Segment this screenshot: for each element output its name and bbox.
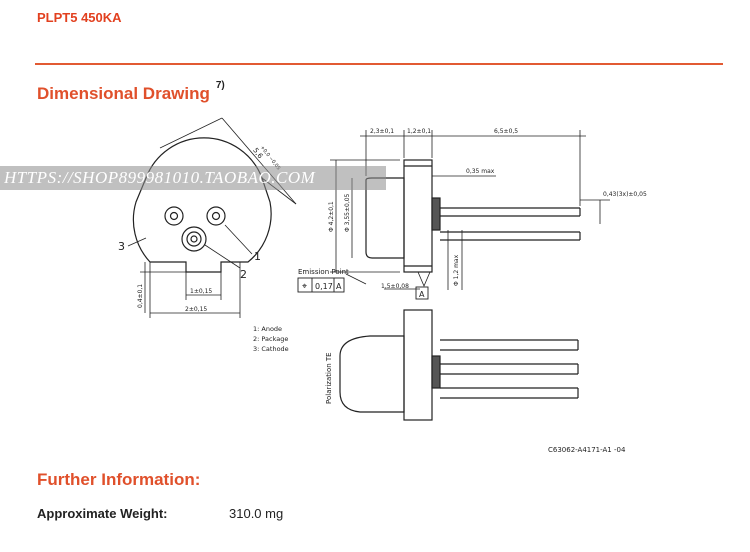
header-divider bbox=[35, 63, 723, 65]
dim-bottom-w: 2±0,15 bbox=[185, 306, 207, 313]
flange bbox=[403, 159, 433, 273]
front-view bbox=[127, 117, 297, 318]
pin-center-mid bbox=[186, 231, 202, 247]
base bbox=[431, 197, 441, 231]
pin-label-2: 2 bbox=[240, 268, 247, 281]
front-outline bbox=[132, 137, 272, 273]
tolerance-value: 0,17 bbox=[315, 282, 333, 291]
side-view-top bbox=[297, 130, 610, 300]
section-title: Dimensional Drawing 7) bbox=[37, 80, 225, 104]
polarization-label: Polarization TE bbox=[325, 352, 333, 404]
dim-small-w: 1±0,15 bbox=[190, 288, 212, 295]
emission-point-label: Emission Point bbox=[298, 268, 349, 276]
pin-center-inner bbox=[190, 235, 198, 243]
dim-top-2: 1,2±0,1 bbox=[407, 128, 431, 135]
drawing-id: C63062-A4171-A1 -04 bbox=[548, 446, 626, 454]
legend-package: 2: Package bbox=[253, 335, 288, 343]
pin-hole-right bbox=[206, 206, 226, 226]
legend-cathode: 3: Cathode bbox=[253, 345, 289, 353]
legend-anode: 1: Anode bbox=[253, 325, 282, 333]
cap-outline bbox=[365, 177, 405, 259]
dim-top-3: 6,5±0,5 bbox=[494, 128, 518, 135]
dim-pin-dia: 0,43(3x)±0,05 bbox=[603, 191, 647, 198]
position-symbol: ⌖ bbox=[302, 282, 307, 292]
lower-window bbox=[431, 355, 441, 389]
legend-labels: 1: Anode 2: Package 3: Cathode Polarizat… bbox=[253, 325, 626, 454]
dim-outer-dia: Φ 4,2±0,1 bbox=[328, 201, 335, 232]
lower-flange bbox=[403, 309, 433, 421]
dim-small-h: 0,4±0,1 bbox=[137, 284, 144, 308]
watermark-band bbox=[0, 166, 386, 190]
pin-label-3: 3 bbox=[118, 240, 125, 253]
pin-label-1: 1 bbox=[254, 250, 261, 263]
dim-pin-gap: 0,35 max bbox=[466, 168, 495, 175]
lower-cap-outline bbox=[339, 335, 405, 413]
dimensional-drawing: 5,6 +0,0 −0,05 3 2 1 0,4±0,1 1±0,15 2±0,… bbox=[118, 117, 647, 454]
section-title-text: Dimensional Drawing bbox=[37, 84, 210, 103]
weight-label: Approximate Weight: bbox=[37, 506, 168, 521]
datum-label: A bbox=[419, 290, 425, 299]
footnote-marker: 7) bbox=[215, 80, 225, 92]
dim-top-1: 2,3±0,1 bbox=[370, 128, 394, 135]
pin-center-outer bbox=[181, 226, 207, 252]
pin-hole-left bbox=[164, 206, 184, 226]
side-view-bottom bbox=[339, 309, 579, 421]
further-info-title: Further Information: bbox=[37, 470, 201, 489]
tolerance-datum: A bbox=[336, 282, 342, 291]
side-view-top-labels: 2,3±0,1 1,2±0,1 6,5±0,5 0,35 max 0,43(3x… bbox=[298, 128, 647, 299]
pin-hole-left-inner bbox=[169, 211, 179, 221]
dim-inner-dia: Φ 3,55±0,05 bbox=[344, 193, 351, 232]
pin-hole-right-inner bbox=[211, 211, 221, 221]
watermark-text: HTTPS://SHOP899981010.TAOBAO.COM bbox=[4, 168, 316, 187]
part-number: PLPT5 450KA bbox=[37, 10, 122, 25]
dim-short: 1,5±0,08 bbox=[381, 283, 409, 290]
dim-lead-dia: Φ 1,2 max bbox=[453, 254, 460, 286]
weight-value: 310.0 mg bbox=[229, 506, 284, 521]
